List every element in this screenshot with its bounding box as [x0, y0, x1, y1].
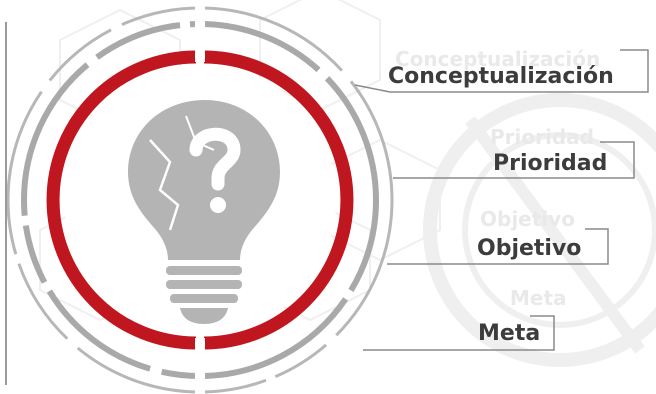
label-prioridad: Prioridad: [493, 151, 607, 176]
ghost-label-objetivo: Objetivo: [480, 207, 575, 231]
labels: Conceptualización Prioridad Objetivo Met…: [388, 64, 614, 346]
background-watermark: [39, 0, 656, 367]
ghost-label-meta: Meta: [510, 286, 567, 310]
ghost-label-prioridad: Prioridad: [490, 125, 594, 149]
ring-gap-top: [195, 0, 205, 62]
lightbulb-question-icon: [128, 100, 280, 324]
connector-meta: [363, 315, 555, 351]
connector-prioridad: [393, 141, 635, 179]
ghost-label-conceptualizacion: Conceptualización: [395, 47, 600, 71]
ring-gap-bottom: [195, 338, 205, 394]
connector-conceptualizacion: [354, 49, 649, 93]
label-meta: Meta: [478, 321, 540, 346]
label-conceptualizacion: Conceptualización: [388, 64, 614, 89]
red-ring: [46, 50, 354, 350]
connectors: [354, 49, 649, 351]
connector-objetivo: [387, 228, 609, 265]
label-objetivo: Objetivo: [477, 236, 581, 261]
ghost-labels: Conceptualización Prioridad Objetivo Met…: [395, 47, 600, 310]
